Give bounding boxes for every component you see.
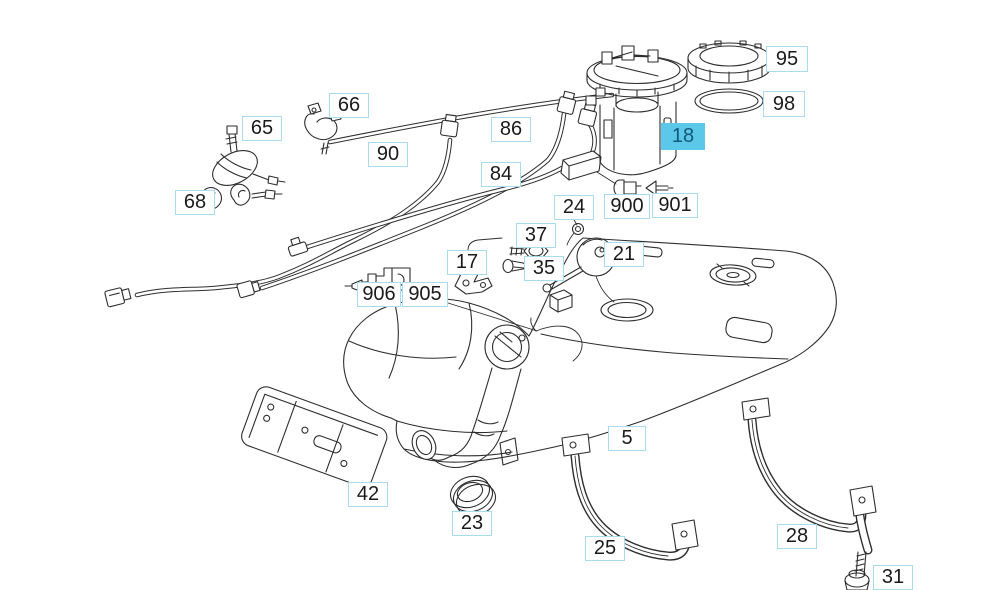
part-label-84[interactable]: 84 bbox=[481, 162, 521, 187]
part-label-98[interactable]: 98 bbox=[763, 91, 805, 117]
part-label-21[interactable]: 21 bbox=[604, 242, 644, 267]
grommet-24-drawing bbox=[566, 222, 585, 246]
part-label-906[interactable]: 906 bbox=[357, 282, 401, 307]
part-label-42[interactable]: 42 bbox=[348, 482, 388, 507]
heat-shield-drawing bbox=[241, 386, 388, 488]
part-label-37[interactable]: 37 bbox=[516, 223, 556, 248]
tank-strap-25-drawing bbox=[561, 433, 699, 561]
part-label-28[interactable]: 28 bbox=[777, 524, 817, 549]
part-label-66[interactable]: 66 bbox=[329, 93, 369, 118]
part-label-95[interactable]: 95 bbox=[766, 46, 808, 72]
part-label-901[interactable]: 901 bbox=[652, 193, 698, 218]
part-label-86[interactable]: 86 bbox=[491, 117, 531, 142]
part-label-90[interactable]: 90 bbox=[368, 142, 408, 167]
part-label-35[interactable]: 35 bbox=[524, 256, 564, 281]
part-label-68[interactable]: 68 bbox=[175, 190, 215, 215]
cone-fitting-901-drawing bbox=[645, 180, 674, 196]
part-label-23[interactable]: 23 bbox=[452, 511, 492, 536]
fuel-pump-module-drawing bbox=[585, 45, 688, 176]
tank-strap-28-drawing bbox=[741, 397, 877, 555]
fuel-tank-drawing bbox=[343, 237, 837, 469]
part-label-31[interactable]: 31 bbox=[873, 565, 913, 590]
part-label-65[interactable]: 65 bbox=[242, 116, 282, 141]
fuel-filter-drawing bbox=[212, 125, 286, 186]
part-label-17[interactable]: 17 bbox=[447, 250, 487, 275]
part-label-18[interactable]: 18 bbox=[661, 123, 705, 150]
part-label-900[interactable]: 900 bbox=[604, 194, 650, 219]
strap-bolt-drawing bbox=[844, 551, 870, 590]
fuel-lines-drawing bbox=[104, 90, 615, 308]
part-label-905[interactable]: 905 bbox=[402, 282, 448, 307]
part-label-24[interactable]: 24 bbox=[554, 195, 594, 220]
inline-valve-drawing bbox=[560, 150, 602, 181]
part-label-5[interactable]: 5 bbox=[608, 426, 646, 451]
part-label-25[interactable]: 25 bbox=[585, 536, 625, 561]
